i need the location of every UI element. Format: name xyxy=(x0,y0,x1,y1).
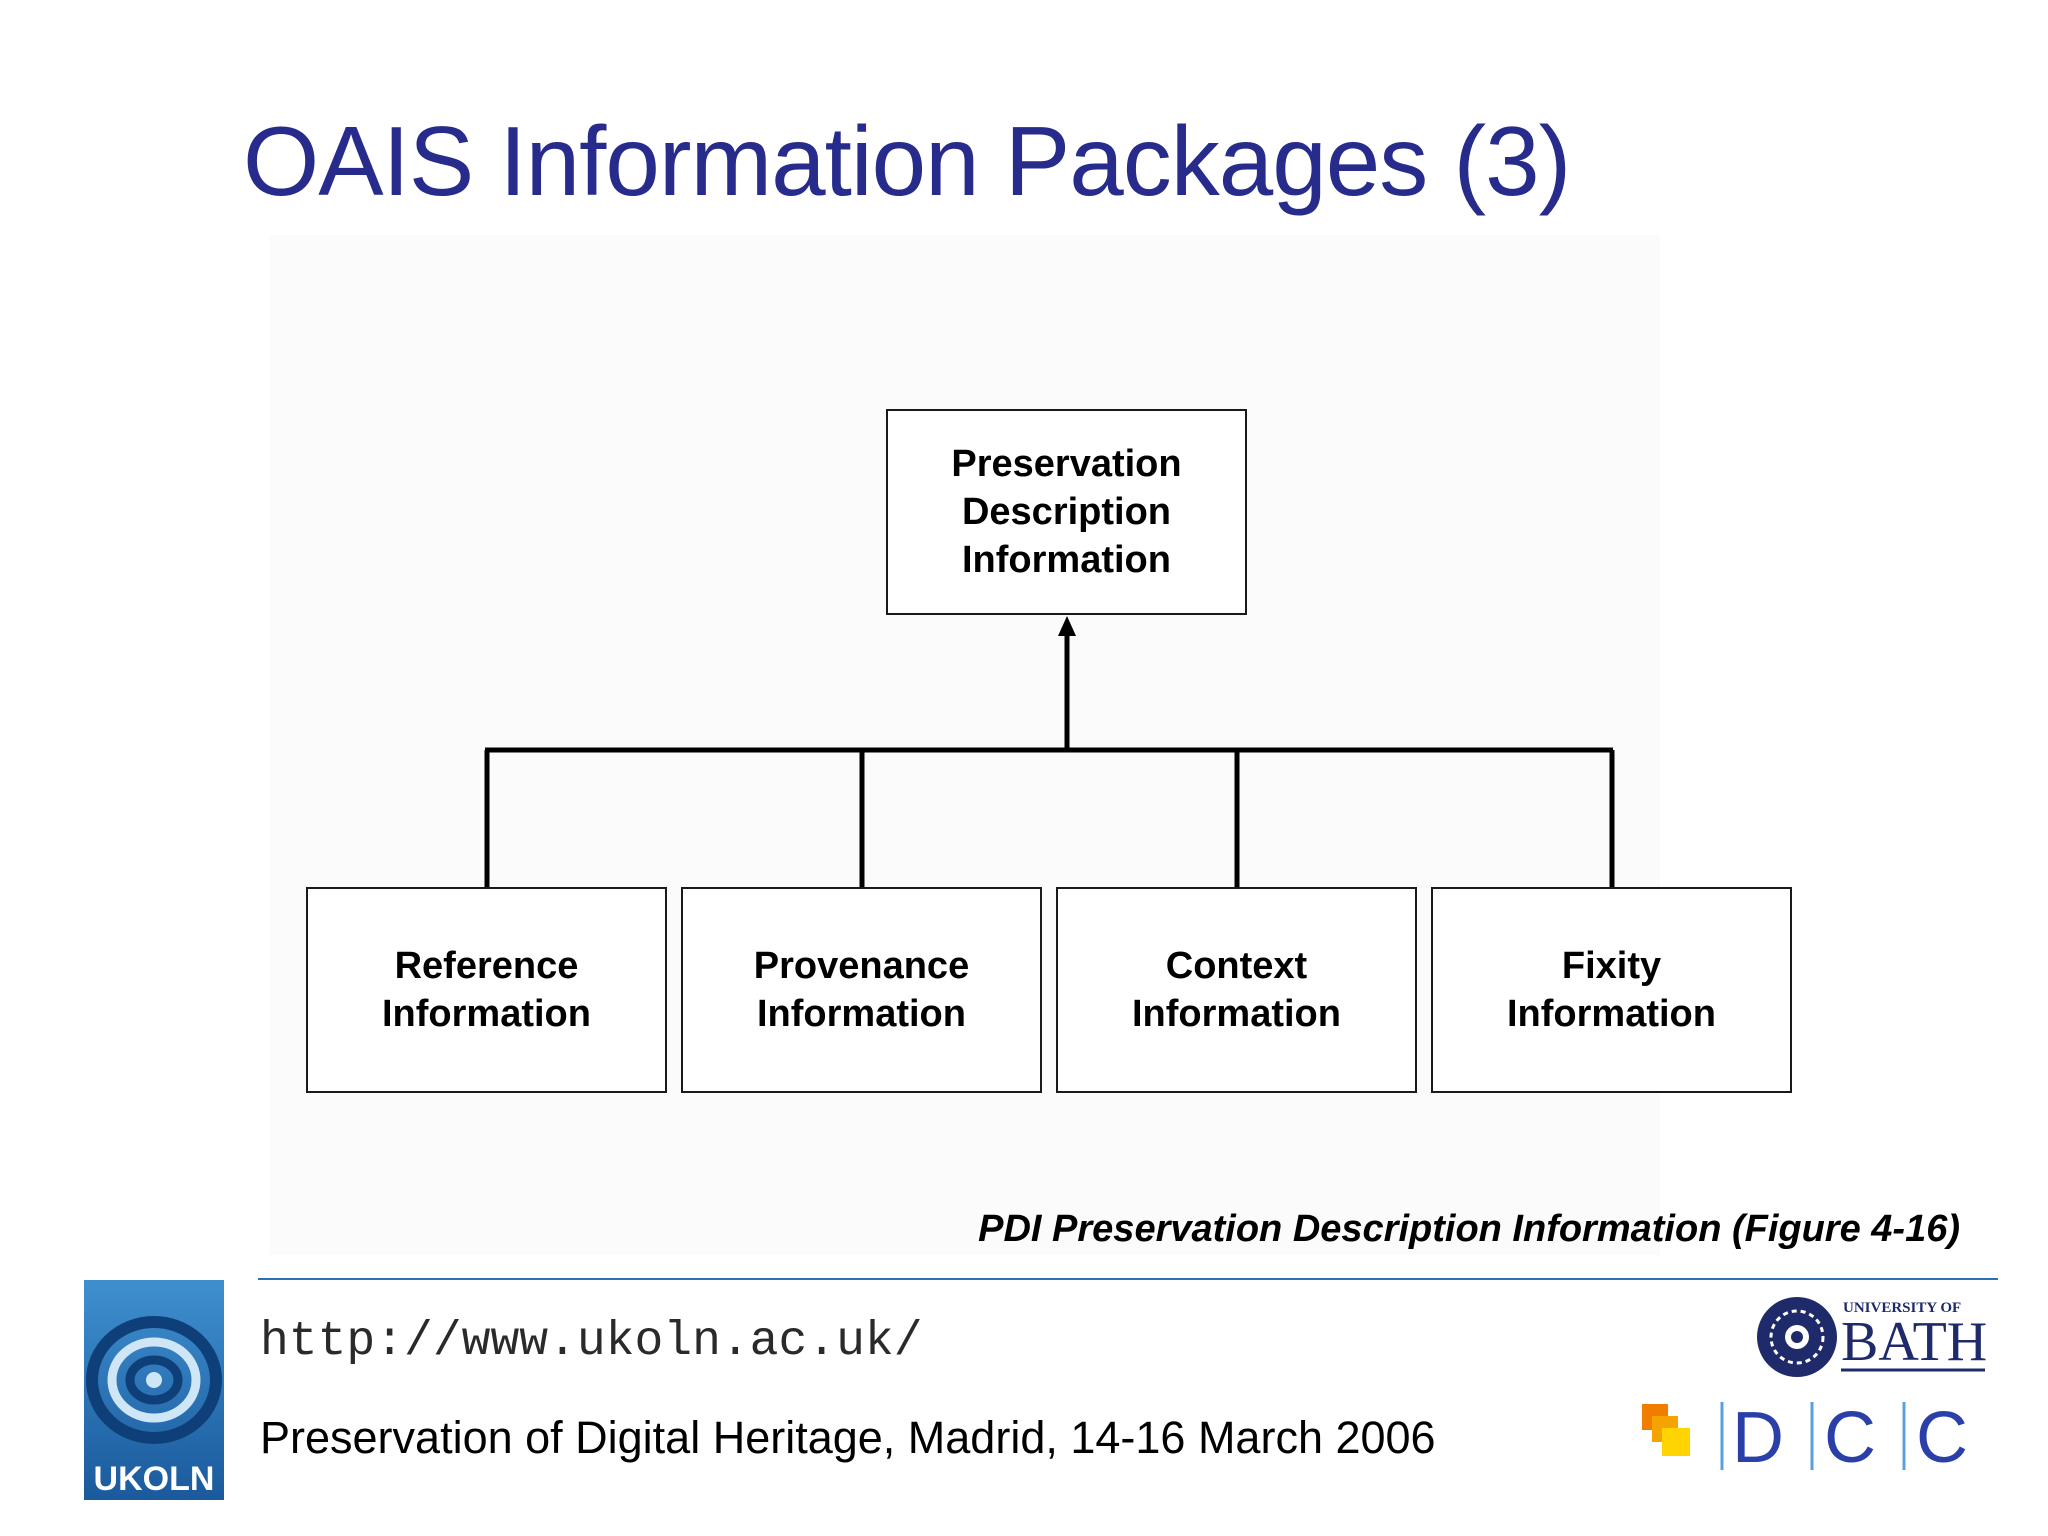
node-label-line: Provenance xyxy=(753,945,970,987)
dcc-squares-icon xyxy=(1642,1404,1690,1456)
node-label-line: Information xyxy=(1132,993,1341,1035)
node-preservation-description-information: Preservation Description Information xyxy=(886,409,1247,615)
node-provenance-information: Provenance Information xyxy=(681,887,1042,1093)
footer-divider xyxy=(258,1278,1998,1280)
node-reference-information: Reference Information xyxy=(306,887,667,1093)
university-of-bath-logo: UNIVERSITY OF BATH xyxy=(1757,1297,1987,1377)
ukoln-logo-text: UKOLN xyxy=(94,1460,215,1498)
footer-event-text: Preservation of Digital Heritage, Madrid… xyxy=(260,1412,1436,1463)
dcc-logo: D C C xyxy=(1642,1398,1968,1476)
node-label-line: Context xyxy=(1165,945,1308,987)
node-fixity-information: Fixity Information xyxy=(1431,887,1792,1093)
node-label-line: Information xyxy=(1507,993,1716,1035)
figure-caption: PDI Preservation Description Information… xyxy=(978,1208,1960,1250)
node-context-information: Context Information xyxy=(1056,887,1417,1093)
node-label-line: Information xyxy=(382,993,591,1035)
node-label-line: Description xyxy=(961,491,1172,533)
arrowhead-icon xyxy=(1058,616,1076,636)
dcc-letter: C xyxy=(1824,1398,1876,1476)
dcc-letter: C xyxy=(1916,1398,1968,1476)
ukoln-logo: UKOLN xyxy=(84,1280,224,1500)
node-label-line: Fixity xyxy=(1561,945,1662,987)
node-label-line: Information xyxy=(757,993,966,1035)
bath-logo-small-text: UNIVERSITY OF xyxy=(1843,1300,1961,1316)
slide-title: OAIS Information Packages (3) xyxy=(243,106,1571,216)
node-label-line: Information xyxy=(962,539,1171,581)
node-label-line: Reference xyxy=(394,945,579,987)
bath-logo-big-text: BATH xyxy=(1841,1311,1987,1373)
footer-url[interactable]: http://www.ukoln.ac.uk/ xyxy=(260,1315,923,1369)
dcc-letter: D xyxy=(1732,1398,1784,1476)
node-label-line: Preservation xyxy=(951,443,1182,485)
